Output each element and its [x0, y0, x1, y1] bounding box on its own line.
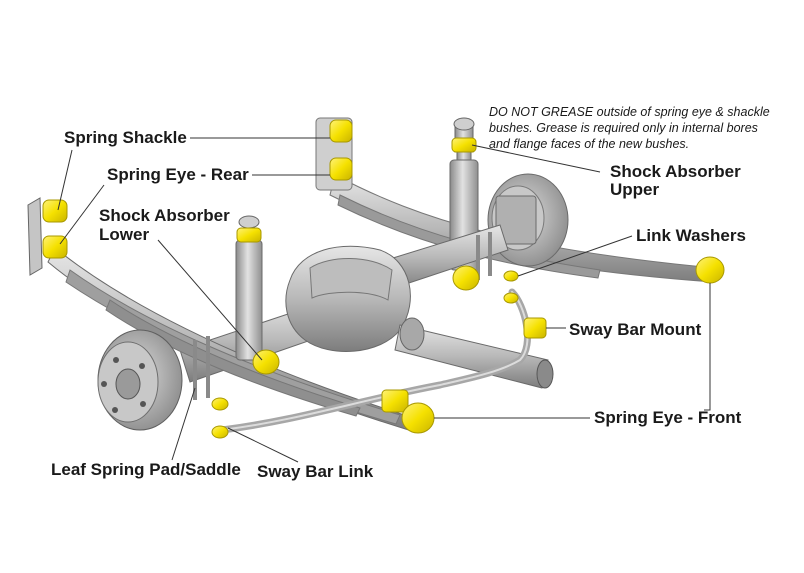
bush-spring-eye-rear-top — [329, 119, 353, 143]
bush-spring-eye-rear-bottom — [329, 157, 353, 181]
leader-spring-eye-front-right — [704, 283, 711, 411]
label-link-washers: Link Washers — [636, 226, 746, 245]
bush-spring-shackle-bottom — [42, 235, 68, 259]
label-sway-bar-link: Sway Bar Link — [257, 462, 374, 481]
label-shock-absorber-lower-line2: Lower — [99, 225, 150, 244]
bush-shock-upper — [451, 137, 477, 153]
bush-sway-bar-link-bottom — [211, 425, 229, 439]
brake-drum-left — [97, 329, 183, 431]
leader-spring-shackle-left — [57, 149, 73, 211]
label-spring-shackle: Spring Shackle — [64, 128, 187, 147]
label-leaf-spring-pad-saddle: Leaf Spring Pad/Saddle — [51, 460, 241, 479]
leader-lines — [57, 137, 711, 463]
bush-shock-lower-eye — [252, 349, 280, 375]
bush-link-washer-top — [503, 270, 519, 282]
brake-drum-right — [487, 173, 569, 267]
label-shock-absorber-upper-line1: Shock Absorber — [610, 162, 741, 181]
label-sway-bar-mount: Sway Bar Mount — [569, 320, 702, 339]
bush-sway-bar-link-top — [211, 397, 229, 411]
bush-spring-eye-front — [401, 402, 435, 434]
leader-shock-lower — [157, 239, 263, 361]
leader-sway-bar-link — [227, 427, 299, 463]
leader-spring-eye-rear-left — [59, 184, 105, 245]
bushes — [42, 117, 725, 439]
bush-shock-lower — [236, 227, 262, 243]
bush-spring-eye-front-right — [695, 256, 725, 284]
grease-warning-note: DO NOT GREASE outside of spring eye & sh… — [489, 104, 799, 152]
label-shock-absorber-lower-line1: Shock Absorber — [99, 206, 230, 225]
note-line-3: and flange faces of the new bushes. — [489, 137, 690, 151]
drive-shaft — [394, 317, 554, 389]
shackle-bracket-left — [27, 197, 43, 276]
bush-link-washer-bottom — [503, 292, 519, 304]
label-shock-absorber-upper-line2: Upper — [610, 180, 660, 199]
note-line-1: DO NOT GREASE outside of spring eye & sh… — [489, 105, 770, 119]
label-spring-eye-front: Spring Eye - Front — [594, 408, 742, 427]
leader-link-washers — [517, 235, 633, 277]
leader-shock-upper — [471, 144, 601, 173]
leader-leaf-spring-pad — [171, 387, 196, 461]
label-spring-eye-rear: Spring Eye - Rear — [107, 165, 249, 184]
bush-sway-bar-mount-left — [381, 389, 409, 413]
bush-shock-upper-eye — [452, 265, 480, 291]
bush-sway-bar-mount-right — [523, 317, 547, 339]
shock-absorber-lower-unit — [235, 215, 263, 361]
bush-spring-shackle-top — [42, 199, 68, 223]
note-line-2: bushes. Grease is required only in inter… — [489, 121, 758, 135]
